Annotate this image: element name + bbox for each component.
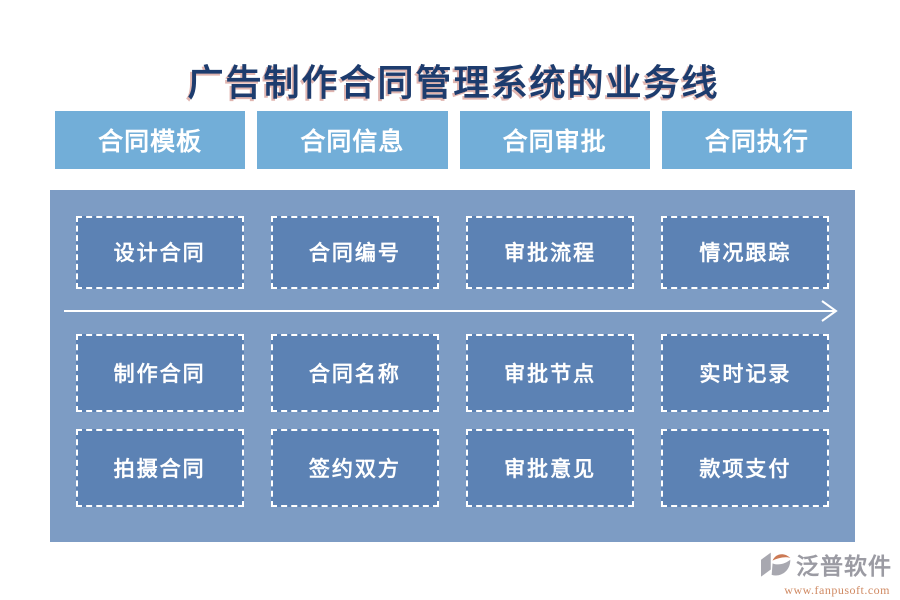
node-signing-parties[interactable]: 签约双方 <box>270 428 439 507</box>
diagram-panel: 设计合同 合同编号 审批流程 情况跟踪 制作合同 合同名称 审批节点 实时记录 … <box>50 189 855 542</box>
right-arrow-icon <box>64 300 838 322</box>
node-status-tracking[interactable]: 情况跟踪 <box>661 215 830 289</box>
fanpu-logo-icon <box>761 552 791 577</box>
node-row-3: 拍摄合同 签约双方 审批意见 款项支付 <box>62 428 843 507</box>
tab-contract-approval[interactable]: 合同审批 <box>459 110 650 169</box>
node-make-contract[interactable]: 制作合同 <box>75 333 244 412</box>
node-approval-opinion[interactable]: 审批意见 <box>466 428 635 507</box>
vendor-name: 泛普软件 <box>796 553 892 579</box>
node-realtime-record[interactable]: 实时记录 <box>661 333 830 412</box>
node-payment[interactable]: 款项支付 <box>661 428 830 507</box>
node-approval-point[interactable]: 审批节点 <box>466 333 635 412</box>
node-contract-number[interactable]: 合同编号 <box>270 215 439 289</box>
tab-contract-info[interactable]: 合同信息 <box>257 110 448 169</box>
node-shoot-contract[interactable]: 拍摄合同 <box>75 428 244 507</box>
node-row-1: 设计合同 合同编号 审批流程 情况跟踪 <box>62 215 843 289</box>
vendor-website: www.fanpusoft.com <box>784 583 890 597</box>
node-design-contract[interactable]: 设计合同 <box>75 215 244 289</box>
node-approval-flow[interactable]: 审批流程 <box>466 215 635 289</box>
column-header-row: 合同模板 合同信息 合同审批 合同执行 <box>55 110 852 169</box>
flow-arrow <box>62 289 843 334</box>
page-title: 广告制作合同管理系统的业务线 <box>187 63 720 103</box>
tab-contract-template[interactable]: 合同模板 <box>55 110 246 169</box>
node-contract-name[interactable]: 合同名称 <box>270 333 439 412</box>
vendor-logo: 泛普软件 www.fanpusoft.com <box>732 550 892 598</box>
tab-contract-execution[interactable]: 合同执行 <box>661 110 852 169</box>
node-row-2: 制作合同 合同名称 审批节点 实时记录 <box>62 333 843 412</box>
